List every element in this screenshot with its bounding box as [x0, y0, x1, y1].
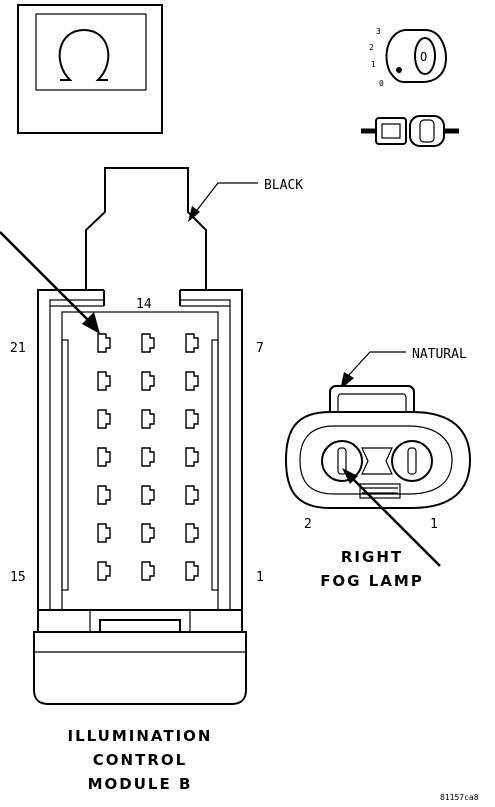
module-title-line3: MODULE B: [88, 775, 193, 793]
ignition-pos-2: 2: [369, 43, 374, 52]
side-rib-left: [61, 339, 69, 591]
connector-latch: [85, 167, 207, 291]
terminal-cavity: [97, 523, 111, 543]
terminal-cavity: [97, 447, 111, 467]
fog-lamp-center-key: [361, 447, 393, 475]
terminal-cavity: [141, 485, 155, 505]
fog-lamp-pin-1-terminal: [407, 447, 417, 475]
module-title-line2: CONTROL: [93, 751, 187, 769]
fog-lamp-pin-2-terminal: [337, 447, 347, 475]
cavity-label-14: 14: [136, 297, 152, 312]
terminal-cavity: [141, 447, 155, 467]
terminal-cavity: [141, 333, 155, 353]
cavity-label-21: 21: [10, 341, 26, 356]
fog-lamp-title-line2: FOG LAMP: [320, 572, 424, 590]
terminal-cavity: [185, 371, 199, 391]
cavity-label-15: 15: [10, 570, 26, 585]
key-letter: O: [420, 50, 427, 64]
terminal-cavity: [97, 485, 111, 505]
connector-icon: [361, 115, 459, 147]
terminal-cavity: [141, 561, 155, 581]
black-label: BLACK: [264, 178, 303, 193]
fog-lamp-title-line1: RIGHT: [341, 548, 403, 566]
terminal-cavity: [185, 561, 199, 581]
fog-lamp-pin-label-2: 2: [304, 517, 312, 532]
terminal-cavity: [97, 561, 111, 581]
terminal-cavity: [185, 523, 199, 543]
cavity-label-1: 1: [256, 570, 264, 585]
connector-icon-female-inner: [419, 119, 435, 143]
key-barrel: [414, 37, 436, 75]
natural-leader: [347, 351, 406, 377]
terminal-cavity: [141, 523, 155, 543]
cavity-label-7: 7: [256, 341, 264, 356]
fog-lamp-housing: [284, 411, 472, 509]
terminal-cavity: [185, 333, 199, 353]
black-leader: [193, 182, 258, 215]
ignition-pos-0: 0: [379, 79, 384, 88]
fog-lamp-pin-2-cavity: [321, 440, 363, 482]
ohmmeter-display: [35, 13, 147, 91]
connector-base-shell: [33, 631, 247, 705]
cavity-arrow: [0, 231, 91, 323]
ohmmeter-symbol: [17, 4, 163, 134]
side-rib-right: [211, 339, 219, 591]
fog-lamp-face: [299, 425, 453, 495]
ignition-switch-icon: 3 2 1 0 O: [369, 27, 448, 88]
terminal-cavity: [141, 371, 155, 391]
terminal-cavity: [97, 409, 111, 429]
terminal-cavity: [185, 409, 199, 429]
key-pointer: [396, 67, 402, 73]
omega-icon: [58, 28, 110, 81]
fog-lamp-arrowhead: [342, 468, 358, 484]
terminal-cavity: [97, 371, 111, 391]
terminal-cavity: [185, 447, 199, 467]
module-title-line1: ILLUMINATION: [68, 727, 213, 745]
natural-label: NATURAL: [412, 347, 467, 362]
fog-lamp-lower-key: [359, 483, 401, 499]
terminal-cavity: [141, 409, 155, 429]
ohmmeter-frame: [17, 4, 163, 134]
connector-icon-male-inner: [381, 123, 401, 139]
keyway-gap: [104, 284, 180, 308]
ignition-pos-3: 3: [376, 27, 381, 36]
fog-lamp-pin-label-1: 1: [430, 517, 438, 532]
module-connector: BLACK 14 21 7 15 1 ILLUMI: [0, 167, 303, 793]
fog-lamp-connector: NATURAL 2 1 RIGHT FOG LAMP: [284, 347, 472, 590]
terminal-cavity: [185, 485, 199, 505]
fog-lamp-pin-1-cavity: [391, 440, 433, 482]
fog-lamp-arrow: [351, 477, 441, 567]
figure-id: 81157ca8: [440, 793, 479, 802]
ignition-pos-1: 1: [371, 60, 376, 69]
terminal-cavity: [97, 333, 111, 353]
cavity-arrowhead: [82, 312, 100, 334]
terminal-grid: [97, 333, 199, 581]
key-head: [385, 29, 448, 83]
connector-icon-male: [375, 117, 407, 145]
black-arrowhead: [188, 206, 200, 222]
connector-body-outer: [37, 289, 243, 626]
